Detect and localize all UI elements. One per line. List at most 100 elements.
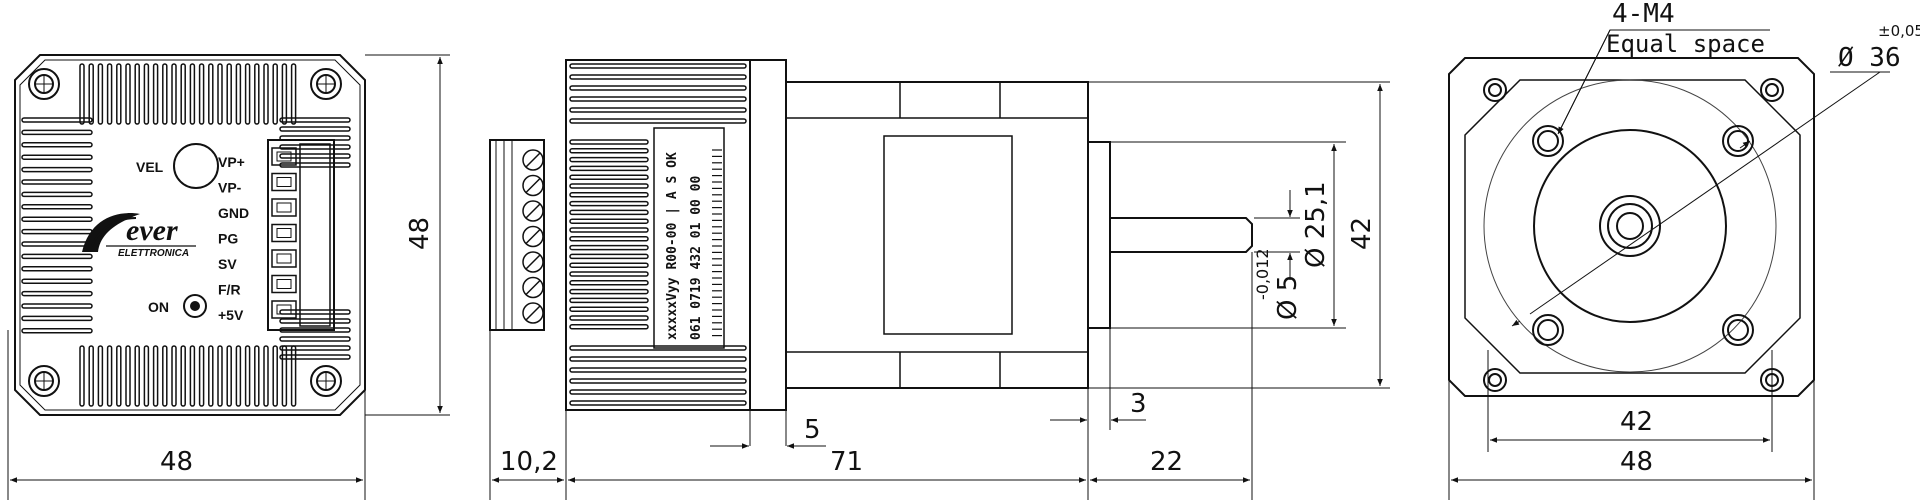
fin — [569, 244, 649, 251]
dim-body-length-label: 71 — [830, 447, 863, 477]
mount-hole-icon — [1532, 314, 1564, 346]
fin — [279, 153, 351, 159]
fin — [21, 154, 93, 160]
screw-slot — [525, 228, 541, 245]
fin — [21, 228, 93, 235]
fin — [569, 200, 649, 207]
terminal-slot — [271, 274, 297, 294]
fin — [569, 85, 747, 91]
fin — [569, 253, 649, 260]
fin — [21, 290, 93, 297]
fin — [226, 63, 232, 125]
front-view: ever ELETTRONICA — [14, 54, 366, 416]
fin — [272, 345, 278, 407]
terminal-screw-icon — [522, 302, 544, 324]
pin-label: VP- — [218, 180, 242, 196]
fin — [254, 345, 260, 407]
fin — [569, 400, 747, 406]
fin — [279, 354, 351, 360]
fin — [189, 345, 196, 407]
fin — [180, 63, 186, 125]
mount-hole-icon — [1722, 314, 1754, 346]
fin — [569, 271, 649, 277]
fin — [116, 345, 122, 407]
fin — [569, 107, 747, 113]
fin — [208, 63, 214, 125]
screw-icon — [28, 365, 60, 397]
fin — [279, 144, 351, 150]
fin — [569, 306, 649, 312]
fin — [21, 328, 93, 334]
fin — [21, 303, 93, 309]
screw-slot — [525, 305, 541, 321]
pin-label: GND — [218, 205, 249, 221]
fin — [21, 179, 93, 185]
fin — [569, 139, 649, 145]
fin — [180, 345, 186, 407]
fin — [569, 315, 649, 321]
fin — [21, 166, 93, 173]
terminal-slot-inner — [276, 304, 292, 315]
pin-label: SV — [218, 256, 237, 272]
connector-plug — [489, 139, 545, 331]
fin — [116, 63, 122, 125]
screw-icon — [310, 365, 342, 397]
sticker-line: xxxxxVyy R00-00 | A S OK — [665, 152, 680, 340]
fin — [97, 345, 104, 407]
fin — [569, 118, 747, 124]
side-fins — [569, 63, 747, 406]
fin — [226, 345, 232, 407]
fin — [21, 216, 93, 222]
fin — [569, 209, 649, 216]
fin — [152, 63, 159, 125]
fin — [244, 63, 251, 125]
fin — [171, 63, 177, 125]
fin — [235, 345, 242, 407]
fin — [569, 218, 649, 224]
fin — [569, 297, 649, 304]
corner-hole-icon — [1483, 368, 1507, 392]
fin — [244, 345, 251, 407]
ever-logo: ever ELETTRONICA — [82, 213, 196, 259]
pilot — [1087, 141, 1111, 329]
shaft — [1110, 217, 1253, 253]
on-led-icon — [183, 294, 207, 318]
logo-subtext: ELETTRONICA — [118, 248, 189, 259]
dim-shaft-length-label: 22 — [1150, 447, 1183, 477]
fin — [21, 278, 93, 284]
fin — [125, 345, 131, 407]
pin-label: +5V — [218, 307, 244, 323]
terminal-slot-inner — [276, 202, 292, 213]
fin — [279, 126, 351, 132]
fin — [569, 174, 649, 180]
screw-slot — [525, 279, 541, 296]
dim-connector-label: 10,2 — [500, 447, 558, 477]
dim-front-width-label: 48 — [160, 447, 193, 477]
bottom-fins — [79, 345, 297, 407]
fin — [21, 266, 93, 272]
fin — [569, 280, 649, 286]
dim-hole-spacing-label: 42 — [1620, 407, 1653, 437]
product-label — [653, 127, 725, 349]
fin — [21, 253, 93, 260]
vel-potentiometer — [173, 143, 219, 189]
vel-label: VEL — [136, 159, 164, 175]
screw-slot — [525, 177, 541, 194]
logo-text: ever — [126, 214, 178, 247]
side-view — [489, 59, 1253, 411]
fin — [569, 183, 649, 189]
fin — [569, 345, 747, 351]
motor-label-area — [883, 135, 1013, 335]
terminal-screw-icon — [522, 149, 544, 171]
dimension-lines — [7, 29, 1890, 500]
pilot-circle — [1533, 129, 1727, 323]
fin — [569, 389, 747, 395]
fin — [21, 204, 93, 210]
fin — [97, 63, 104, 125]
bolt-circle-leader — [1529, 71, 1881, 315]
fin — [21, 142, 93, 148]
fin — [569, 367, 747, 373]
motor-body — [785, 81, 1089, 389]
shaft-circle — [1616, 212, 1644, 240]
